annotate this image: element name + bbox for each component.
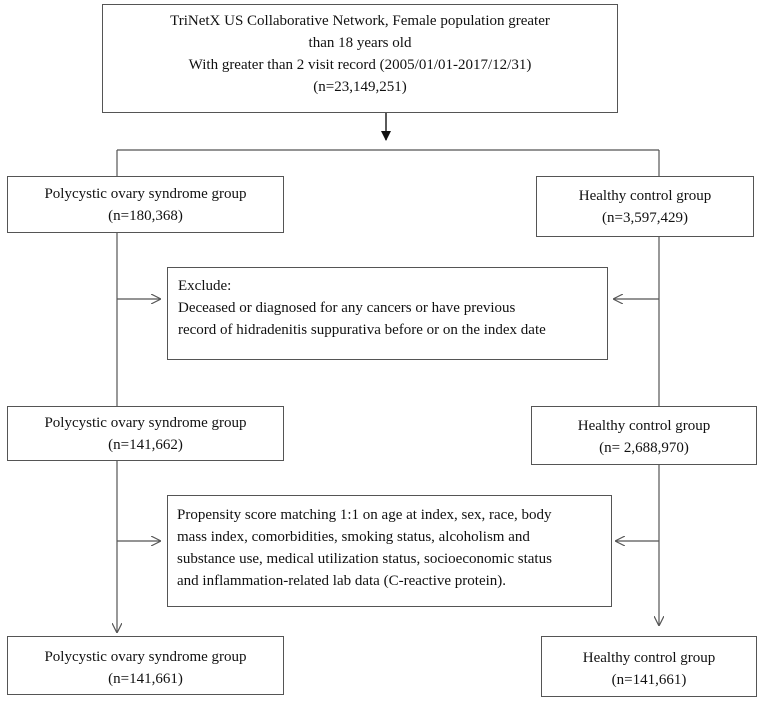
control-initial-title: Healthy control group bbox=[578, 188, 712, 204]
psm-line-3: substance use, medical utilization statu… bbox=[177, 551, 552, 567]
control-after-exclusion-box: Healthy control group (n= 2,688,970) bbox=[531, 406, 757, 465]
psm-line-1: Propensity score matching 1:1 on age at … bbox=[177, 507, 552, 523]
pcos-matched-box: Polycystic ovary syndrome group (n=141,6… bbox=[7, 636, 284, 695]
control-matched-title: Healthy control group bbox=[582, 650, 716, 666]
exclusion-line-3: record of hidradenitis suppurativa befor… bbox=[178, 322, 546, 338]
pcos-after-exclusion-box: Polycystic ovary syndrome group (n=141,6… bbox=[7, 406, 284, 461]
control-after-exclusion-title: Healthy control group bbox=[577, 418, 711, 434]
exclusion-box: Exclude: Deceased or diagnosed for any c… bbox=[167, 267, 608, 360]
pcos-initial-box: Polycystic ovary syndrome group (n=180,3… bbox=[7, 176, 284, 233]
exclusion-line-2: Deceased or diagnosed for any cancers or… bbox=[178, 300, 516, 316]
control-matched-count: (n=141,661) bbox=[611, 672, 687, 688]
source-population-box: TriNetX US Collaborative Network, Female… bbox=[102, 4, 618, 113]
pcos-matched-title: Polycystic ovary syndrome group bbox=[44, 649, 247, 665]
control-after-exclusion-count: (n= 2,688,970) bbox=[599, 440, 689, 456]
exclusion-line-1: Exclude: bbox=[178, 278, 232, 294]
source-line-1: TriNetX US Collaborative Network, Female… bbox=[170, 13, 550, 29]
pcos-after-exclusion-count: (n=141,662) bbox=[108, 437, 183, 453]
control-initial-count: (n=3,597,429) bbox=[602, 210, 688, 226]
pcos-initial-count: (n=180,368) bbox=[108, 208, 183, 224]
source-line-3: With greater than 2 visit record (2005/0… bbox=[188, 57, 532, 73]
psm-line-4: and inflammation-related lab data (C-rea… bbox=[177, 573, 507, 589]
pcos-after-exclusion-title: Polycystic ovary syndrome group bbox=[44, 415, 247, 431]
pcos-matched-count: (n=141,661) bbox=[108, 671, 183, 687]
control-initial-box: Healthy control group (n=3,597,429) bbox=[536, 176, 754, 237]
psm-line-2: mass index, comorbidities, smoking statu… bbox=[177, 529, 530, 545]
pcos-initial-title: Polycystic ovary syndrome group bbox=[44, 186, 247, 202]
control-matched-box: Healthy control group (n=141,661) bbox=[541, 636, 757, 697]
source-line-4: (n=23,149,251) bbox=[313, 79, 407, 95]
propensity-matching-box: Propensity score matching 1:1 on age at … bbox=[167, 495, 612, 607]
source-line-2: than 18 years old bbox=[308, 35, 412, 51]
